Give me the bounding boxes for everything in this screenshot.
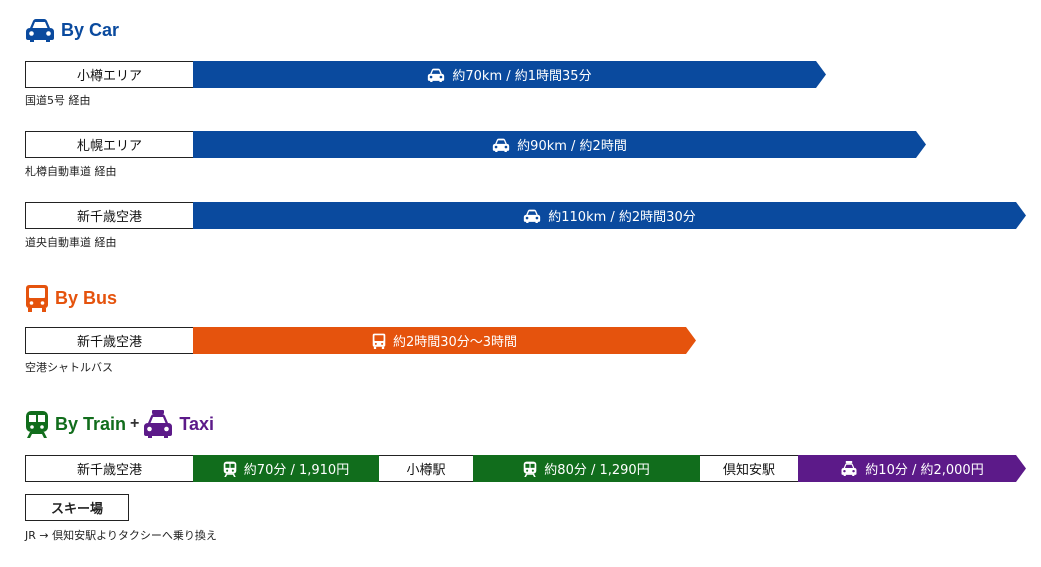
car-route-bar: 約110km / 約2時間30分 bbox=[193, 202, 1026, 229]
car-icon bbox=[427, 68, 445, 82]
station-kutchan: 倶知安駅 bbox=[700, 455, 798, 482]
taxi-icon bbox=[144, 410, 173, 438]
car-route-note: 道央自動車道 経由 bbox=[25, 236, 117, 249]
bus-heading-text: By Bus bbox=[55, 287, 118, 308]
plus-sign: + bbox=[130, 415, 140, 432]
car-route-origin: 札幌エリア bbox=[25, 131, 194, 158]
car-route-label: 約110km / 約2時間30分 bbox=[548, 210, 696, 225]
car-route-note: 国道5号 経由 bbox=[25, 94, 91, 107]
car-route-note: 札樽自動車道 経由 bbox=[25, 165, 117, 178]
train-icon bbox=[223, 461, 237, 477]
taxi-icon bbox=[840, 461, 858, 476]
train-heading-text: By Train bbox=[55, 413, 127, 434]
car-heading-text: By Car bbox=[61, 19, 120, 40]
car-route-bar: 約70km / 約1時間35分 bbox=[193, 61, 826, 88]
train-icon bbox=[26, 411, 48, 438]
bus-route-bar: 約2時間30分～3時間 bbox=[193, 327, 696, 354]
ski-area-destination: スキー場 bbox=[25, 494, 129, 521]
train-route-note: JR → 倶知安駅よりタクシーへ乗り換え bbox=[25, 529, 217, 542]
car-route-bar: 約90km / 約2時間 bbox=[193, 131, 926, 158]
bus-icon bbox=[26, 285, 48, 312]
train-segment-bar: 約70分 / 1,910円 bbox=[193, 455, 379, 482]
train-route-origin: 新千歳空港 bbox=[25, 455, 194, 482]
train-segment-label: 約70分 / 1,910円 bbox=[243, 463, 350, 478]
car-icon bbox=[26, 19, 54, 42]
car-section-heading: By Car bbox=[25, 18, 119, 42]
car-icon bbox=[492, 138, 510, 152]
station-otaru: 小樽駅 bbox=[379, 455, 473, 482]
taxi-heading-text: Taxi bbox=[179, 413, 215, 434]
car-route-origin: 新千歳空港 bbox=[25, 202, 194, 229]
taxi-segment-bar: 約10分 / 約2,000円 bbox=[798, 455, 1026, 482]
train-segment-label: 約80分 / 1,290円 bbox=[544, 463, 650, 478]
bus-icon bbox=[372, 333, 386, 349]
train-segment-bar: 約80分 / 1,290円 bbox=[473, 455, 700, 482]
car-route-label: 約70km / 約1時間35分 bbox=[452, 69, 592, 84]
train-taxi-section-heading: By Train + Taxi bbox=[25, 410, 214, 438]
car-icon bbox=[523, 209, 541, 223]
bus-route-origin: 新千歳空港 bbox=[25, 327, 194, 354]
taxi-segment-label: 約10分 / 約2,000円 bbox=[865, 463, 984, 478]
bus-route-label: 約2時間30分～3時間 bbox=[392, 335, 518, 350]
car-route-origin: 小樽エリア bbox=[25, 61, 194, 88]
car-route-label: 約90km / 約2時間 bbox=[517, 139, 627, 154]
bus-route-note: 空港シャトルバス bbox=[25, 361, 113, 374]
bus-section-heading: By Bus bbox=[25, 284, 117, 312]
train-icon bbox=[523, 461, 537, 477]
